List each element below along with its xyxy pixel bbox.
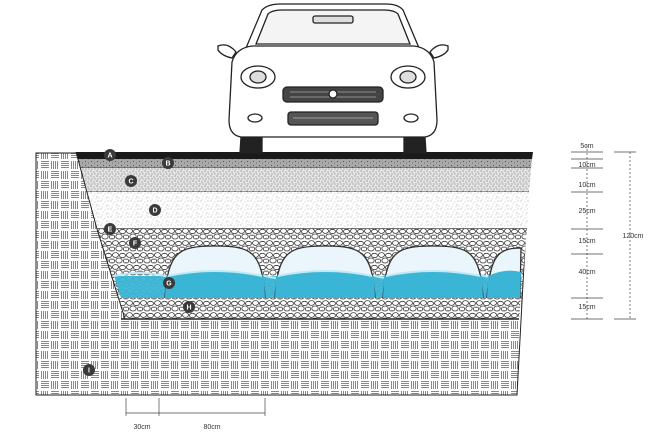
svg-text:A: A bbox=[107, 153, 112, 160]
dim-label-30cm: 30cm bbox=[133, 424, 150, 431]
svg-text:G: G bbox=[166, 281, 172, 288]
thickness-dimensions bbox=[571, 145, 636, 320]
svg-text:B: B bbox=[165, 161, 170, 168]
thickness-label-1: 5cm bbox=[580, 143, 593, 150]
marker-e: E bbox=[104, 223, 116, 235]
svg-text:C: C bbox=[128, 179, 133, 186]
marker-b: B bbox=[162, 157, 174, 169]
dim-label-80cm: 80cm bbox=[203, 424, 220, 431]
thickness-label-5: 15cm bbox=[578, 238, 595, 245]
binder-course-layer bbox=[78, 159, 532, 168]
base-course-layer bbox=[80, 168, 531, 192]
thickness-label-2: 10cm bbox=[578, 162, 595, 169]
bottom-dimensions bbox=[125, 398, 266, 416]
total-depth-label: 120cm bbox=[622, 233, 643, 240]
car-illustration bbox=[217, 3, 449, 154]
marker-f: F bbox=[129, 237, 141, 249]
thickness-label-7: 15cm bbox=[578, 304, 595, 311]
thickness-label-6: 40cm bbox=[578, 269, 595, 276]
thickness-label-4: 25cm bbox=[578, 208, 595, 215]
marker-i: I bbox=[83, 364, 95, 376]
marker-a: A bbox=[104, 149, 116, 161]
marker-g: G bbox=[163, 277, 175, 289]
thickness-label-3: 10cm bbox=[578, 182, 595, 189]
thickness-labels: 5cm 10cm 10cm 25cm 15cm 40cm 15cm 120cm bbox=[578, 143, 643, 311]
svg-text:D: D bbox=[152, 208, 157, 215]
surface-course-layer bbox=[76, 152, 533, 159]
svg-text:E: E bbox=[108, 227, 113, 234]
marker-h: H bbox=[183, 301, 195, 313]
svg-text:F: F bbox=[133, 241, 138, 248]
svg-text:I: I bbox=[88, 368, 90, 375]
layer-markers: A B C D E F G H I bbox=[83, 149, 195, 376]
marker-c: C bbox=[125, 175, 137, 187]
marker-d: D bbox=[149, 204, 161, 216]
sand-layer bbox=[86, 192, 529, 229]
svg-text:H: H bbox=[186, 305, 191, 312]
